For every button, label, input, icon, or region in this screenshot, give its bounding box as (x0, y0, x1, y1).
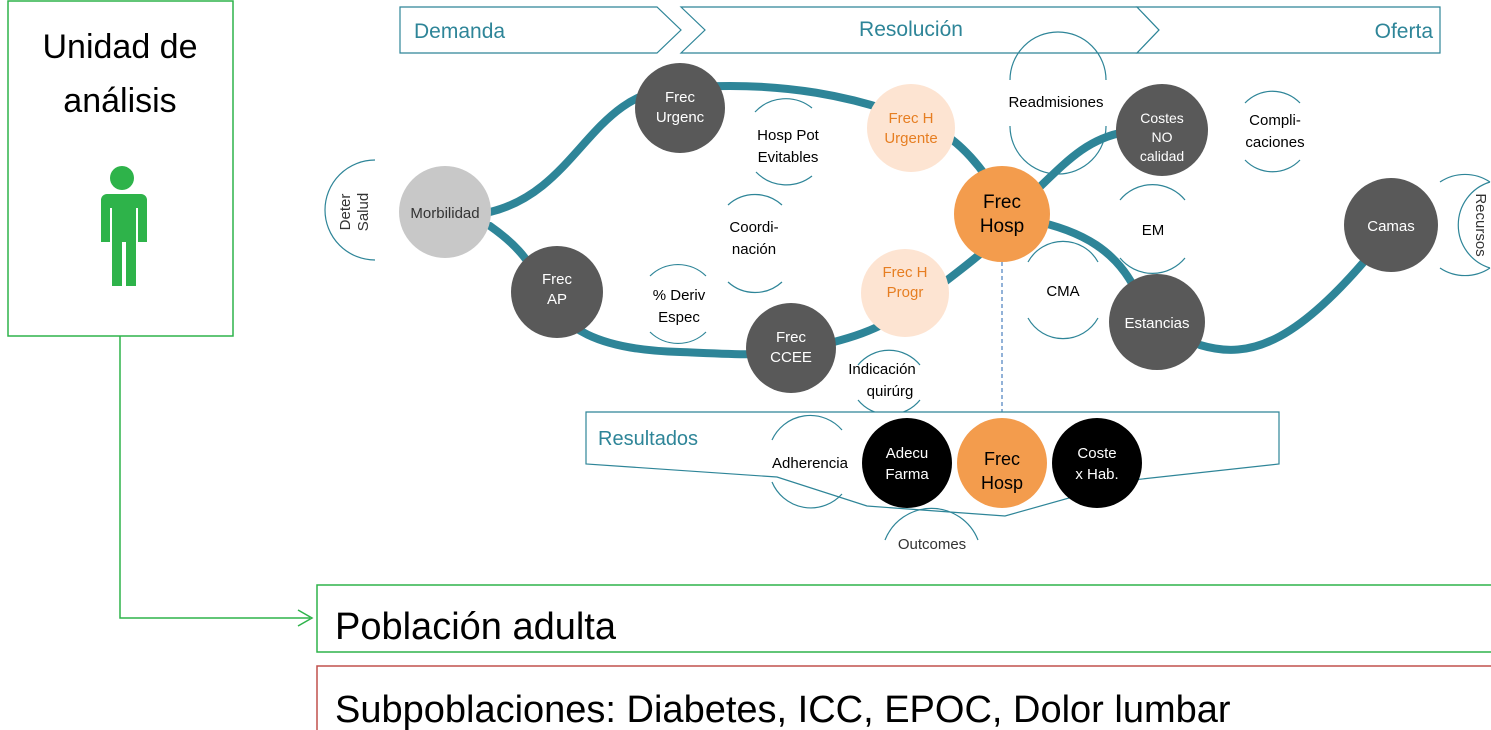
svg-text:NO: NO (1152, 129, 1173, 145)
unit-title-line1: Unidad de (42, 28, 197, 66)
svg-text:Camas: Camas (1367, 218, 1415, 235)
node-frec-h-progr: Frec H Progr (861, 249, 949, 337)
person-icon (101, 166, 147, 286)
svg-text:Estancias: Estancias (1124, 315, 1189, 332)
svg-text:EM: EM (1142, 222, 1165, 239)
node-morbilidad: Morbilidad (399, 166, 491, 258)
svg-text:Deter: Deter (337, 194, 354, 231)
svg-text:Frec: Frec (665, 89, 696, 106)
indicator-arcs (324, 31, 1491, 416)
svg-text:Coste: Coste (1077, 445, 1116, 462)
indicator-deriv-espec: % Deriv Espec (653, 287, 706, 326)
node-frec-hosp: Frec Hosp (954, 166, 1050, 262)
svg-text:CCEE: CCEE (770, 349, 812, 366)
node-frec-urgenc: Frec Urgenc (635, 63, 725, 153)
svg-text:Farma: Farma (885, 466, 929, 483)
indicator-em: EM (1142, 222, 1165, 239)
indicator-complicaciones: Compli- caciones (1245, 112, 1304, 151)
svg-text:calidad: calidad (1140, 148, 1184, 164)
result-coste-hab: Coste x Hab. (1052, 418, 1142, 508)
unit-title-line2: análisis (63, 82, 176, 120)
svg-text:Frec H: Frec H (883, 264, 928, 281)
node-frec-ccee: Frec CCEE (746, 303, 836, 393)
svg-text:Frec: Frec (984, 449, 1020, 469)
indicator-indicacion-quirurg: Indicación quirúrg (848, 361, 916, 400)
svg-text:Progr: Progr (887, 284, 924, 301)
header-oferta: Oferta (1375, 20, 1434, 43)
result-adecu-farma: Adecu Farma (862, 418, 952, 508)
unit-connector-arrowhead (297, 609, 314, 627)
indicator-coordinacion: Coordi- nación (729, 219, 778, 258)
node-costes-no-calidad: Costes NO calidad (1116, 84, 1208, 176)
svg-text:AP: AP (547, 291, 567, 308)
svg-text:Frec: Frec (776, 329, 807, 346)
unit-of-analysis-box: Unidad de análisis (7, 0, 234, 337)
svg-text:Morbilidad: Morbilidad (410, 205, 479, 222)
svg-text:Frec: Frec (542, 271, 573, 288)
svg-text:Hosp: Hosp (980, 216, 1024, 237)
svg-text:Indicación: Indicación (848, 361, 916, 378)
svg-text:Hosp: Hosp (981, 473, 1023, 493)
node-camas: Camas (1344, 178, 1438, 272)
svg-text:Readmisiones: Readmisiones (1008, 94, 1103, 111)
indicator-deter-salud: Deter Salud (337, 193, 372, 231)
node-estancias: Estancias (1109, 274, 1205, 370)
svg-text:nación: nación (732, 241, 776, 258)
header-resolucion: Resolución (859, 18, 963, 41)
svg-text:Hosp Pot: Hosp Pot (757, 127, 820, 144)
svg-text:Compli-: Compli- (1249, 112, 1301, 129)
svg-text:Espec: Espec (658, 309, 700, 326)
population-text: Población adulta (335, 606, 617, 648)
svg-text:caciones: caciones (1245, 134, 1304, 151)
subpopulations-box: Subpoblaciones: Diabetes, ICC, EPOC, Dol… (316, 665, 1491, 730)
unit-connector-line (119, 336, 310, 619)
svg-text:Costes: Costes (1140, 110, 1184, 126)
resultados-box: Resultados Adherencia Adecu Farma Frec H… (585, 411, 1280, 553)
header-demanda: Demanda (414, 20, 505, 43)
svg-text:Urgenc: Urgenc (656, 109, 705, 126)
result-adherencia: Adherencia (772, 455, 849, 472)
node-frec-ap: Frec AP (511, 246, 603, 338)
svg-text:x Hab.: x Hab. (1075, 466, 1118, 483)
svg-text:Adecu: Adecu (886, 445, 929, 462)
result-frec-hosp: Frec Hosp (957, 418, 1047, 508)
svg-text:CMA: CMA (1046, 283, 1079, 300)
svg-text:Evitables: Evitables (758, 149, 819, 166)
indicator-recursos: Recursos (1472, 193, 1489, 256)
node-frec-h-urgente: Frec H Urgente (867, 84, 955, 172)
svg-text:Urgente: Urgente (884, 130, 937, 147)
svg-text:Salud: Salud (355, 193, 372, 231)
indicator-readmisiones: Readmisiones (1008, 94, 1103, 111)
svg-text:Coordi-: Coordi- (729, 219, 778, 236)
svg-text:Recursos: Recursos (1472, 193, 1489, 256)
result-outcomes: Outcomes (898, 536, 966, 553)
svg-text:Frec: Frec (983, 192, 1021, 213)
population-box: Población adulta (316, 584, 1491, 653)
header-bar: Demanda Resolución Oferta (399, 6, 1441, 54)
resultados-label: Resultados (598, 428, 698, 450)
indicator-cma: CMA (1046, 283, 1079, 300)
svg-text:% Deriv: % Deriv (653, 287, 706, 304)
subpopulations-text: Subpoblaciones: Diabetes, ICC, EPOC, Dol… (335, 689, 1231, 730)
indicator-hosp-pot-evitables: Hosp Pot Evitables (757, 127, 820, 166)
svg-text:quirúrg: quirúrg (867, 383, 914, 400)
svg-text:Frec H: Frec H (889, 110, 934, 127)
